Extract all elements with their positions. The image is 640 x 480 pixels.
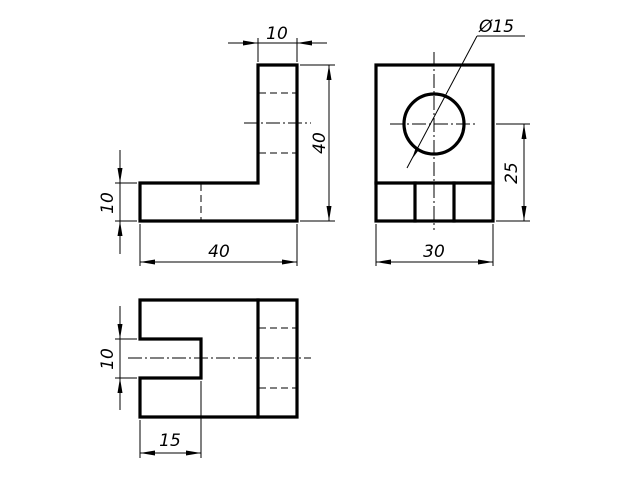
dim-arrow xyxy=(412,147,420,159)
dim-label-side-hole-height: 25 xyxy=(502,162,522,184)
dim-arrow xyxy=(117,378,123,393)
dim-arrow xyxy=(326,206,332,221)
dim-label-front-height: 10 xyxy=(98,192,118,214)
diameter-leader xyxy=(406,35,478,169)
dim-arrow xyxy=(521,124,527,139)
dim-arrow xyxy=(140,259,155,265)
dim-arrow xyxy=(117,221,123,236)
dim-label-top-slot-depth: 15 xyxy=(159,431,181,451)
dim-arrow xyxy=(140,450,155,456)
dim-label-front-width: 40 xyxy=(208,242,230,262)
top-view: 10 15 xyxy=(98,298,311,458)
dim-arrow xyxy=(478,259,493,265)
dim-arrow xyxy=(186,450,201,456)
dim-label-front-total-height: 40 xyxy=(310,132,330,154)
dim-arrow xyxy=(521,206,527,221)
dim-arrow xyxy=(376,259,391,265)
top-view-outline xyxy=(138,298,299,419)
side-view: Ø15 25 30 xyxy=(374,17,530,266)
dim-arrow xyxy=(117,324,123,339)
dim-arrow xyxy=(243,40,258,46)
dim-arrow xyxy=(326,65,332,80)
dim-label-front-top-width: 10 xyxy=(266,24,288,44)
dim-label-side-diameter: Ø15 xyxy=(478,17,514,37)
dim-arrow xyxy=(297,40,312,46)
dim-arrow xyxy=(117,168,123,183)
front-view-outline xyxy=(138,63,299,223)
dim-label-top-slot-width: 10 xyxy=(98,348,118,370)
front-view: 10 40 10 40 xyxy=(98,24,335,266)
dim-arrow xyxy=(282,259,297,265)
dim-label-side-width: 30 xyxy=(423,242,445,262)
